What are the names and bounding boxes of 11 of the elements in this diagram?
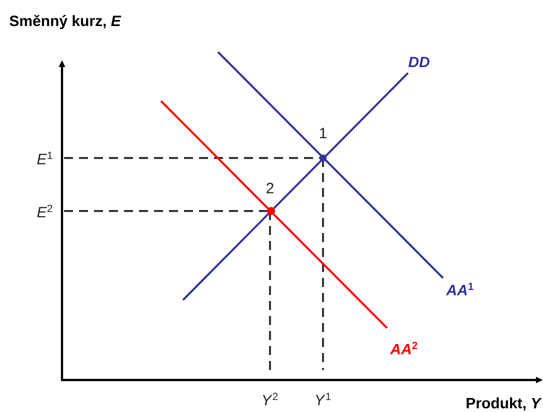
- point-label: 2: [266, 182, 274, 194]
- curve-label: AA$^{1}$: [446, 282, 474, 296]
- point-label: 1: [320, 128, 326, 138]
- curve-label: AA$^{2}$: [390, 342, 418, 354]
- tick-label: Y$^{2}$: [262, 392, 278, 406]
- tick-label: Y$^{1}$: [316, 392, 331, 406]
- tick-label: E$^{1}$: [37, 152, 52, 164]
- axis-title: Produkt, Y: [466, 397, 542, 411]
- curve-label: DD: [408, 56, 430, 68]
- axis-title: Směnný kurz, E: [10, 14, 122, 30]
- tick-label: E$^{2}$: [37, 204, 52, 218]
